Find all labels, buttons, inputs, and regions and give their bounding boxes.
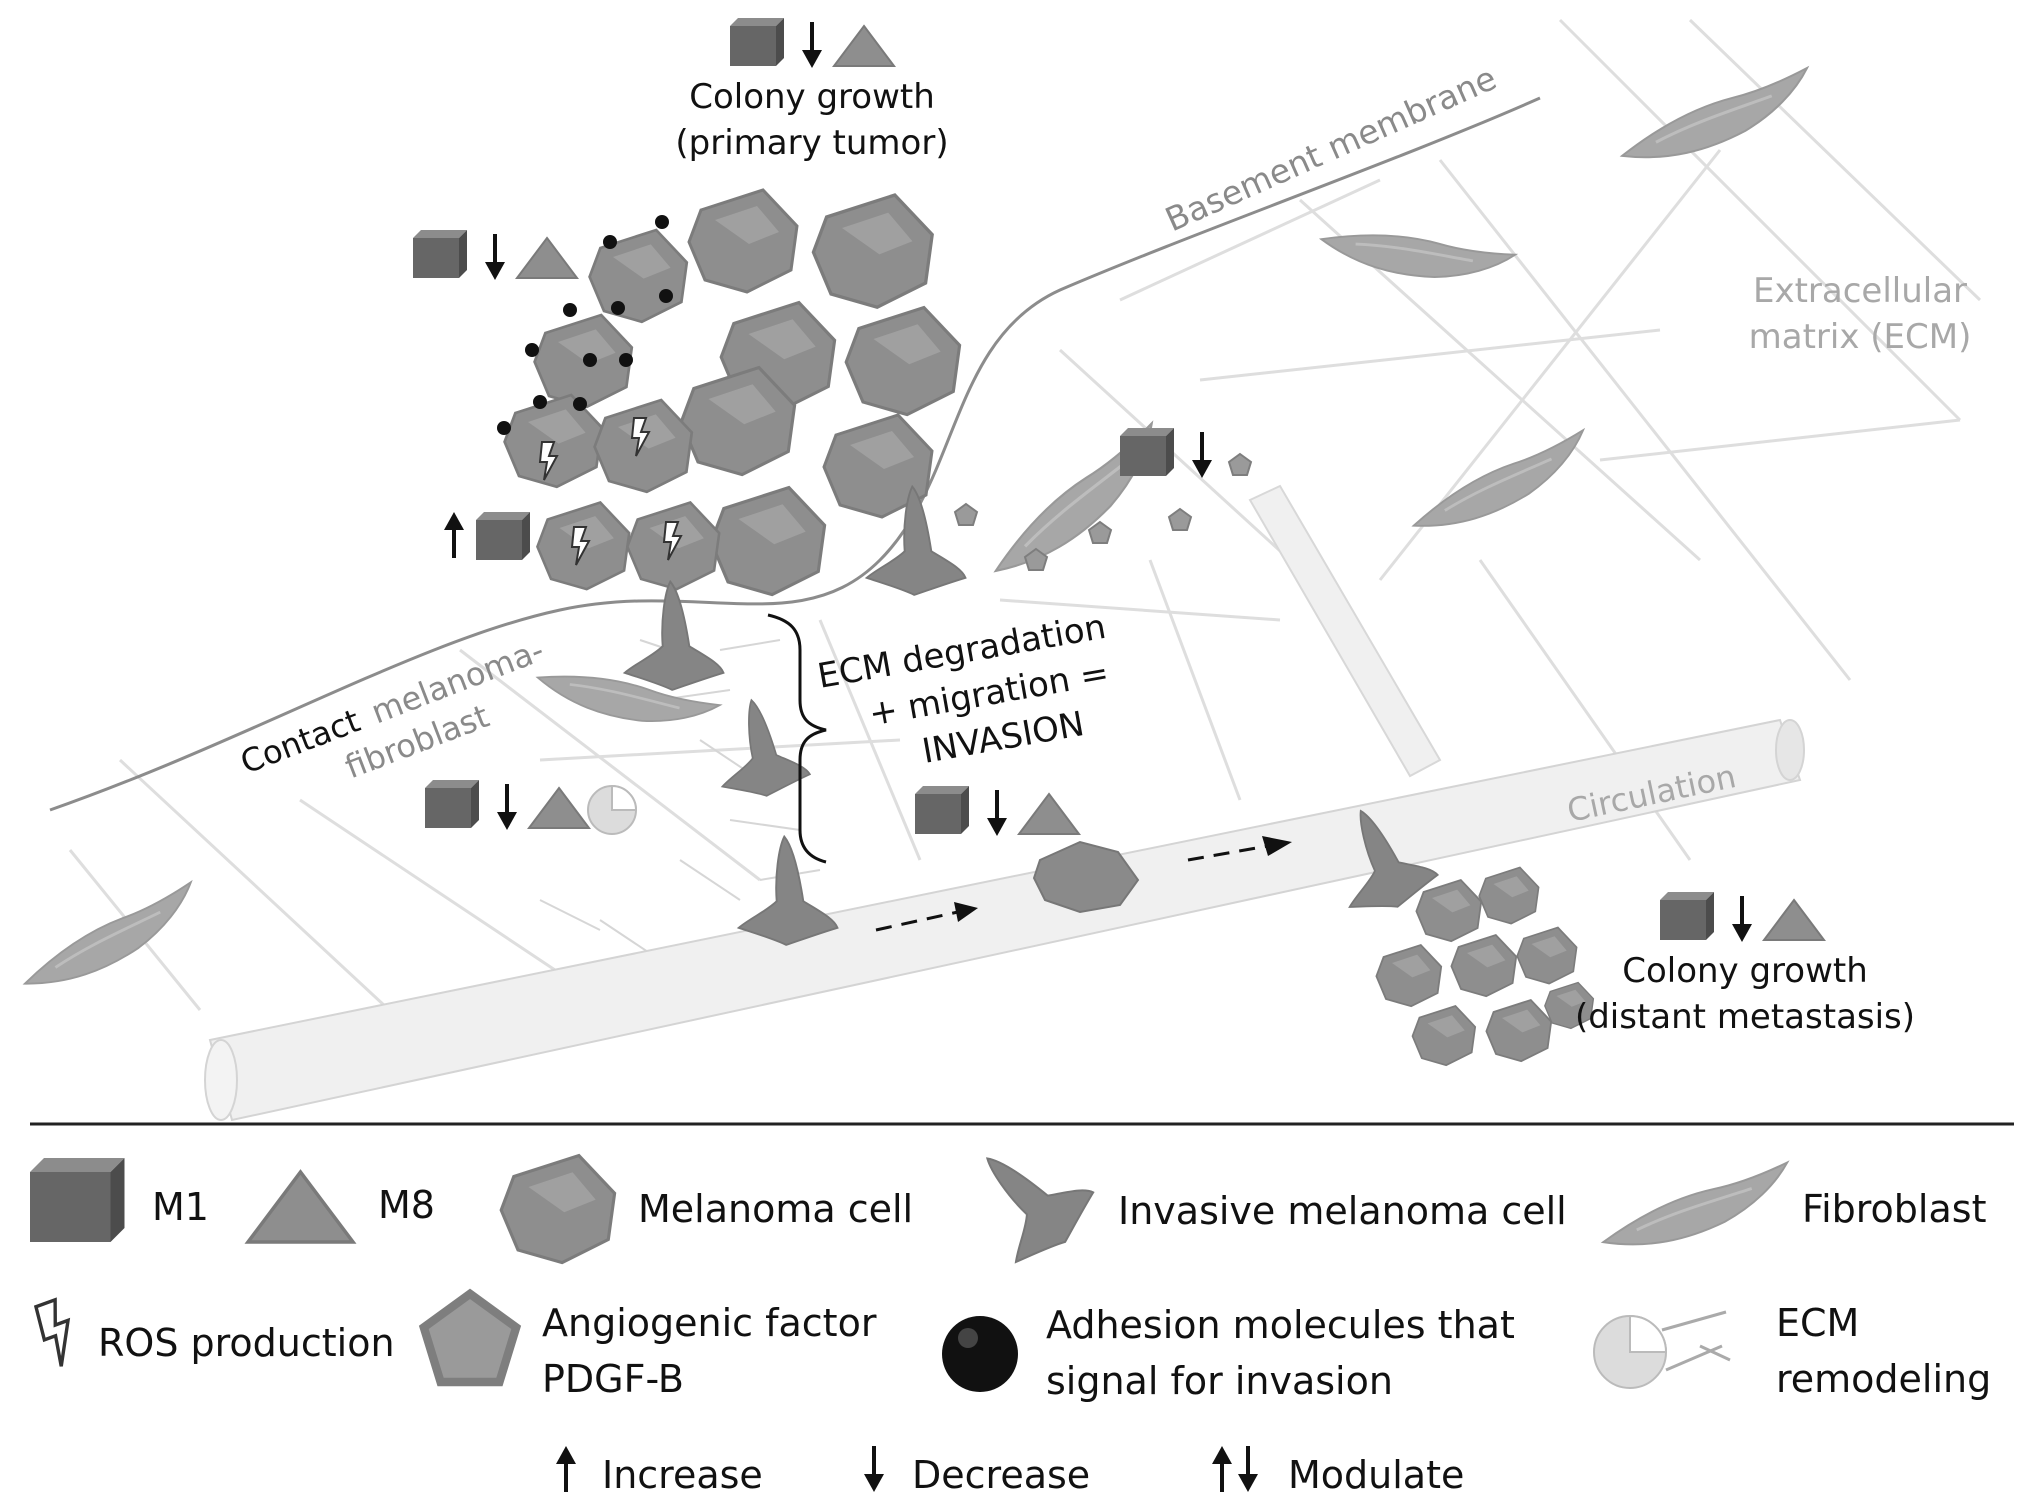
legend-adhesion-label-line2: signal for invasion — [1046, 1359, 1393, 1403]
circulating-melanoma-cell — [1032, 840, 1140, 914]
migration-arrow-1 — [875, 902, 978, 932]
distant-colony-title: Colony growth — [1622, 951, 1868, 991]
primary-tumor-title: Colony growth — [689, 77, 935, 117]
ecm-remodel-effect-icons — [425, 780, 590, 832]
legend-adhesion-label-line1: Adhesion molecules that — [1046, 1303, 1515, 1347]
pdgf-decrease-icons — [1120, 428, 1214, 480]
legend-ros-bolt-icon — [31, 1296, 84, 1371]
invasion-brace — [767, 613, 827, 864]
legend-pdgf-pentagon-icon — [424, 1294, 516, 1382]
ros-increase-icons — [442, 510, 530, 560]
primary-tumor-effect-icons — [730, 18, 895, 70]
adhesion-molecule-dots — [497, 215, 673, 435]
basement-membrane-label: Basement membrane — [1159, 58, 1502, 239]
blood-vessel — [204, 484, 1805, 1122]
legend-invasive-cell-icon — [950, 1120, 1107, 1277]
invasion-effect-icons — [915, 786, 1080, 838]
legend-melanoma-cell-label: Melanoma cell — [638, 1187, 913, 1231]
contact-label: Contact melanoma- fibroblast — [235, 631, 549, 787]
legend-fibroblast-icon — [1597, 1160, 1794, 1249]
legend-ecm-remodeling-icon — [1593, 1310, 1731, 1389]
ecm-fiber-network — [68, 18, 1982, 1022]
legend-adhesion-sphere-icon — [942, 1316, 1018, 1392]
ecm-label-line2: matrix (ECM) — [1749, 317, 1972, 357]
legend-increase-label: Increase — [602, 1453, 763, 1497]
legend-decrease-label: Decrease — [912, 1453, 1090, 1497]
legend-fibroblast-label: Fibroblast — [1802, 1187, 1986, 1231]
migration-arrow-2 — [1187, 836, 1292, 862]
legend-invasive-cell-label: Invasive melanoma cell — [1118, 1189, 1567, 1233]
contact-label-word: Contact — [235, 701, 365, 781]
primary-tumor-subtitle: (primary tumor) — [675, 123, 948, 163]
legend-ecm-remodeling-line1: ECM — [1776, 1301, 1859, 1345]
ecm-remodeling-icon — [587, 784, 638, 835]
legend-modulate-label: Modulate — [1288, 1453, 1464, 1497]
legend-pdgf-label-line1: Angiogenic factor — [542, 1301, 877, 1345]
basement-membrane-line — [49, 96, 1541, 812]
metastasis-effect-icons — [1660, 892, 1825, 944]
legend-m1-label: M1 — [152, 1185, 209, 1229]
legend-decrease-arrow-icon — [862, 1444, 886, 1494]
legend-m8-label: M8 — [378, 1183, 435, 1227]
legend-increase-arrow-icon — [554, 1444, 578, 1494]
legend-m8-triangle-icon — [246, 1170, 355, 1244]
legend-melanoma-cell-icon — [499, 1153, 617, 1265]
legend-m1-cube-icon — [30, 1158, 125, 1242]
adhesion-effect-icons — [413, 230, 578, 282]
legend-ros-label: ROS production — [98, 1321, 395, 1365]
legend-modulate-arrows-icon — [1210, 1444, 1260, 1494]
ecm-label-line1: Extracellular — [1753, 271, 1967, 311]
legend-ecm-remodeling-line2: remodeling — [1776, 1357, 1991, 1401]
invasion-label: ECM degradation + migration = INVASION — [815, 607, 1112, 772]
legend-pdgf-label-line2: PDGF-B — [542, 1357, 684, 1401]
distant-colony-subtitle: (distant metastasis) — [1575, 997, 1915, 1037]
